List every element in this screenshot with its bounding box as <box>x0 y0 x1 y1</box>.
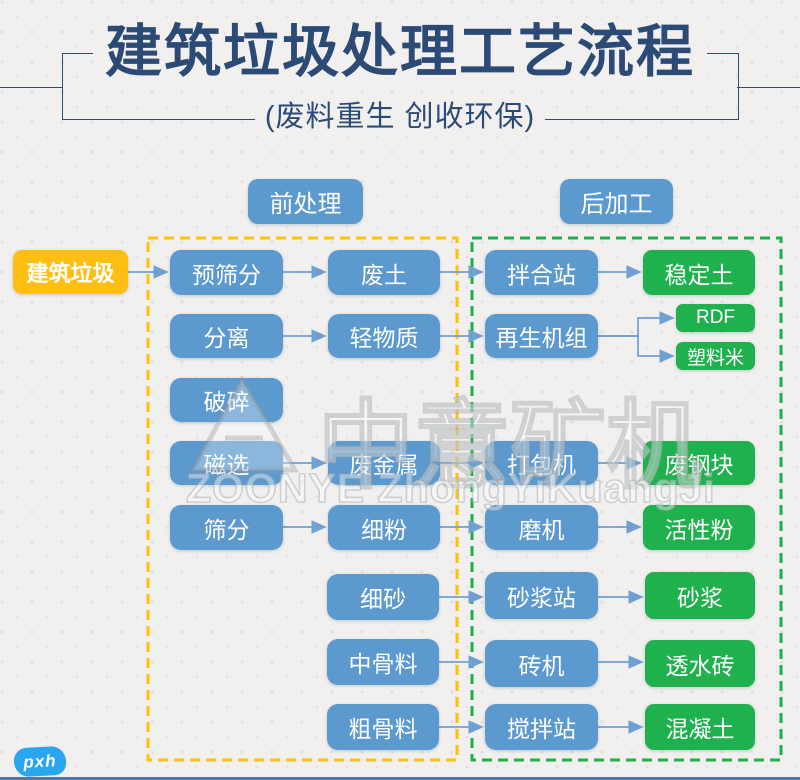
node-rdf: RDF <box>676 304 755 332</box>
node-scrap-steel-blocks: 废钢块 <box>643 441 755 485</box>
node-concrete: 混凝土 <box>645 704 755 750</box>
node-screening: 筛分 <box>170 505 283 550</box>
pre-processing-header: 前处理 <box>248 179 363 224</box>
node-fine-powder: 细粉 <box>328 505 440 550</box>
node-separation: 分离 <box>170 314 283 358</box>
node-mortar-station: 砂浆站 <box>485 572 598 619</box>
node-regeneration-unit: 再生机组 <box>485 314 598 358</box>
node-coarse-aggregate: 粗骨料 <box>327 704 439 750</box>
node-stabilized-soil: 稳定土 <box>643 250 755 295</box>
page-title-text: 建筑垃圾处理工艺流程 <box>93 20 707 84</box>
node-plastic-pellets: 塑料米 <box>676 342 755 370</box>
pxh-sticker: pxh <box>13 745 67 778</box>
node-mixing-plant: 搅拌站 <box>485 704 598 750</box>
post-processing-header: 后加工 <box>560 179 673 224</box>
page-subtitle-text: (废料重生 创收环保) <box>254 99 546 136</box>
node-brick-machine: 砖机 <box>485 640 598 687</box>
node-permeable-bricks: 透水砖 <box>645 640 755 687</box>
node-waste-soil: 废土 <box>328 250 440 295</box>
page-subtitle: (废料重生 创收环保) <box>0 99 800 136</box>
node-light-materials: 轻物质 <box>328 314 440 358</box>
node-baler: 打包机 <box>485 441 598 485</box>
node-pre-screening: 预筛分 <box>170 250 283 295</box>
node-magnetic-separation: 磁选 <box>170 441 283 485</box>
title-rule-right <box>737 87 800 88</box>
node-grinding-mill: 磨机 <box>485 505 598 550</box>
node-fine-sand: 细砂 <box>327 574 439 620</box>
node-construction-waste: 建筑垃圾 <box>13 250 128 294</box>
page-title: 建筑垃圾处理工艺流程 <box>0 20 800 84</box>
pxh-sticker-text: pxh <box>22 750 58 772</box>
node-crushing: 破碎 <box>170 378 283 422</box>
bottom-bar <box>0 777 800 780</box>
title-rule-left <box>0 87 62 88</box>
node-medium-aggregate: 中骨料 <box>327 639 439 685</box>
node-mortar: 砂浆 <box>645 572 755 619</box>
node-scrap-metal: 废金属 <box>328 441 440 485</box>
node-active-powder: 活性粉 <box>643 505 755 550</box>
node-mixing-station: 拌合站 <box>485 250 598 295</box>
